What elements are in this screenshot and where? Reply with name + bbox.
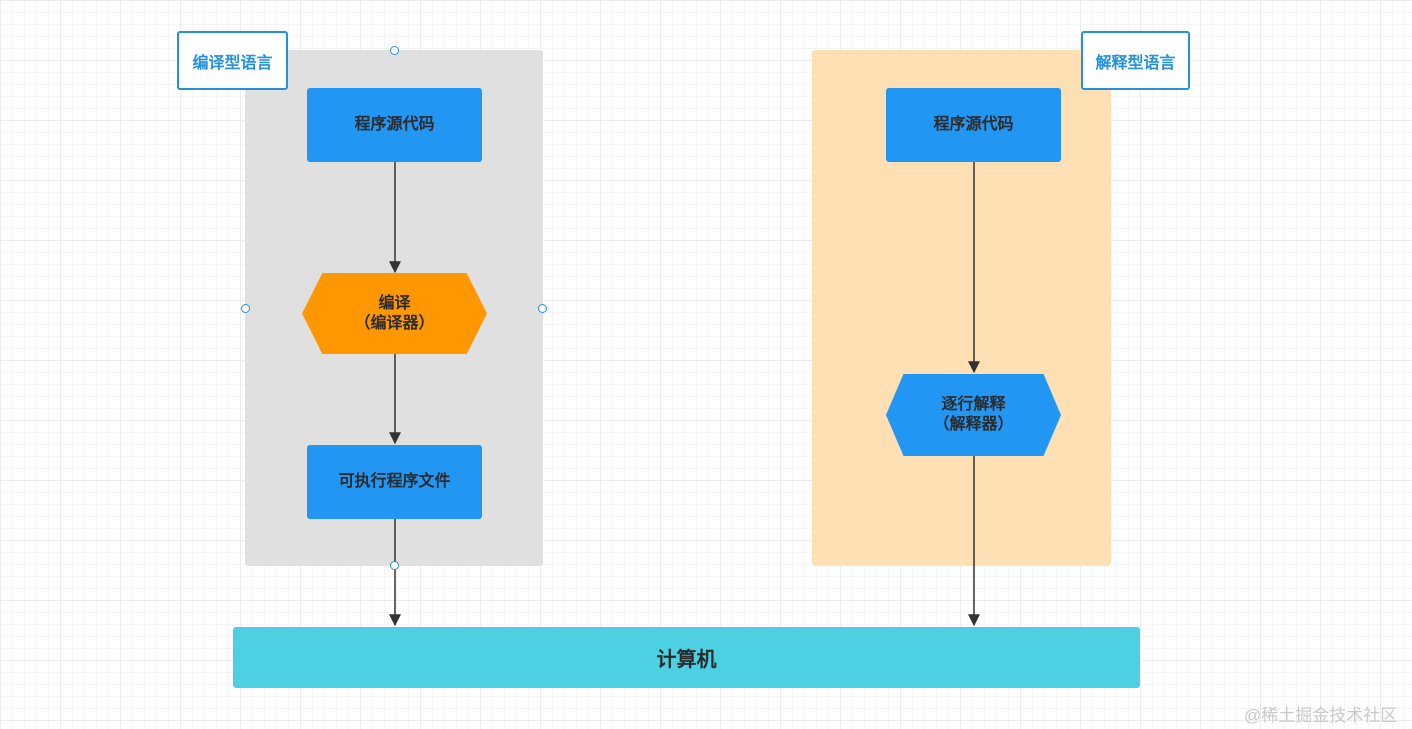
compile-node[interactable]: 编译 （编译器） <box>302 273 487 354</box>
compiled-language-tag-label: 编译型语言 <box>192 54 273 72</box>
compiled-language-tag[interactable]: 编译型语言 <box>177 31 288 90</box>
interpreted-source-code-label: 程序源代码 <box>933 116 1014 133</box>
interpreted-source-code-node[interactable]: 程序源代码 <box>886 88 1061 162</box>
computer-node[interactable]: 计算机 <box>233 627 1140 688</box>
compile-node-sublabel: （编译器） <box>354 314 435 332</box>
interpreted-language-tag[interactable]: 解释型语言 <box>1081 31 1190 90</box>
selection-handle-right[interactable] <box>538 304 547 313</box>
interpret-node-label: 逐行解释 <box>941 396 1006 413</box>
compiled-source-code-node[interactable]: 程序源代码 <box>307 88 482 162</box>
interpret-node-sublabel: （解释器） <box>933 416 1014 433</box>
interpret-node[interactable]: 逐行解释 （解释器） <box>886 374 1061 456</box>
compile-node-label: 编译 <box>378 294 411 312</box>
selection-handle-bottom[interactable] <box>390 561 399 570</box>
selection-handle-left[interactable] <box>241 304 250 313</box>
interpreted-language-tag-label: 解释型语言 <box>1095 54 1176 72</box>
compiled-source-code-label: 程序源代码 <box>354 116 435 133</box>
watermark-text: @稀土掘金技术社区 <box>1244 706 1398 725</box>
executable-file-label: 可执行程序文件 <box>338 473 451 490</box>
watermark: @稀土掘金技术社区 <box>1244 701 1412 725</box>
computer-node-label: 计算机 <box>656 649 717 671</box>
selection-handle-top[interactable] <box>390 46 399 55</box>
executable-file-node[interactable]: 可执行程序文件 <box>307 445 482 519</box>
